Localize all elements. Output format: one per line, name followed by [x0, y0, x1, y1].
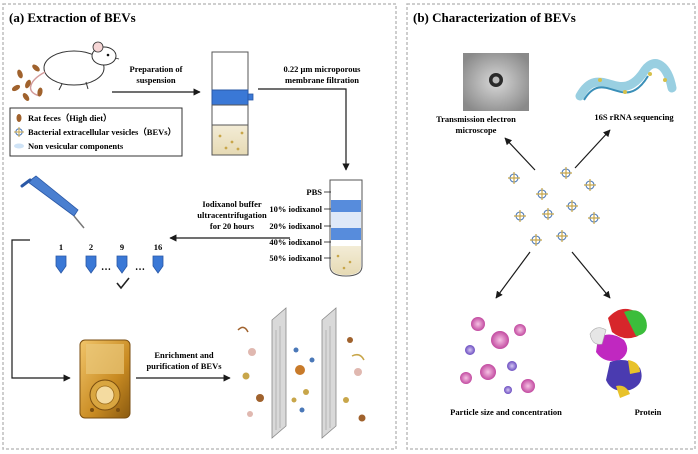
panel-b-title: (b) Characterization of BEVs [413, 10, 576, 25]
fraction-tube [116, 255, 128, 274]
protein-label: Protein [635, 407, 662, 417]
legend-box [9, 107, 183, 157]
step-centrifugation-line1: Iodixanol buffer [202, 199, 261, 209]
arrow-to-tem [504, 137, 536, 171]
arrow-to-sequencing [574, 129, 611, 169]
legend-label-feces: Rat feces（High diet） [28, 113, 112, 123]
rrna-structure-icon [575, 59, 677, 101]
vesicle [556, 230, 568, 242]
particle-label: Particle size and concentration [450, 407, 562, 417]
checkmark-icon [116, 277, 130, 290]
gradient-label-50: 50% iodixanol [269, 253, 322, 263]
fraction-tubes [55, 255, 164, 274]
panel-a-title: (a) Extraction of BEVs [9, 10, 136, 25]
fraction-tube [85, 255, 97, 274]
vesicle [542, 208, 554, 220]
legend-label-non-vesicular: Non vesicular components [28, 141, 124, 151]
gradient-label-40: 40% iodixanol [269, 237, 322, 247]
vesicle [508, 172, 520, 184]
tem-label-line1: Transmission electron [436, 114, 516, 124]
gradient-label-10: 10% iodixanol [269, 204, 322, 214]
step-suspension-line2: suspension [136, 75, 175, 85]
arrow-to-particle-size [495, 251, 531, 299]
feces-pellet-icon [16, 114, 22, 122]
fraction-tube [152, 255, 164, 274]
arrow-to-protein [571, 251, 611, 299]
arrow-to-gradient-tube [258, 88, 350, 171]
vesicle [560, 167, 572, 179]
vesicle [530, 234, 542, 246]
legend-label-vesicle: Bacterial extracellular vesicles（BEVs） [28, 127, 176, 137]
protein-structure-icon [589, 308, 647, 398]
fraction-ellipsis-1: … [101, 262, 111, 273]
tem-label-line2: microscope [456, 125, 497, 135]
tem-image [463, 53, 529, 111]
sequencing-label: 16S rRNA sequencing [594, 112, 674, 122]
bev-cluster [508, 167, 600, 246]
step-filtration-line2: membrane filtration [285, 75, 359, 85]
vesicle [514, 210, 526, 222]
gradient-label-pbs: PBS [306, 187, 322, 197]
vesicle [536, 188, 548, 200]
fraction-number-1: 1 [59, 242, 63, 252]
vesicle [588, 212, 600, 224]
feces-pellets-icon [11, 64, 43, 101]
pipette-icon [20, 175, 85, 229]
rat-icon [29, 41, 120, 97]
fraction-number-9: 9 [120, 242, 124, 252]
purification-membrane-illustration [237, 307, 366, 439]
step-centrifugation-line3: for 20 hours [210, 221, 255, 231]
vesicle-icon [14, 127, 24, 137]
non-vesicular-component-icon [14, 143, 24, 149]
concentrator-device-icon [79, 339, 131, 419]
fraction-number-16: 16 [154, 242, 163, 252]
fraction-ellipsis-2: … [135, 262, 145, 273]
vesicle [584, 179, 596, 191]
filter-apparatus-icon [211, 51, 254, 156]
step-enrichment-line2: purification of BEVs [146, 361, 222, 371]
panel-a-border [2, 3, 397, 450]
arrow-to-concentrator [11, 239, 71, 382]
step-enrichment-line1: Enrichment and [154, 350, 214, 360]
fraction-tube [55, 255, 67, 274]
step-filtration-line1: 0.22 μm microporous [284, 64, 362, 74]
particle-spheres-icon [460, 317, 535, 394]
step-suspension-line1: Preparation of [130, 64, 183, 74]
vesicle [566, 200, 578, 212]
fraction-number-2: 2 [89, 242, 93, 252]
panel-b-border [406, 3, 696, 450]
gradient-label-20: 20% iodixanol [269, 221, 322, 231]
gradient-leader-lines [324, 191, 331, 259]
gradient-tube-icon [329, 179, 363, 277]
step-centrifugation-line2: ultracentrifugation [197, 210, 267, 220]
